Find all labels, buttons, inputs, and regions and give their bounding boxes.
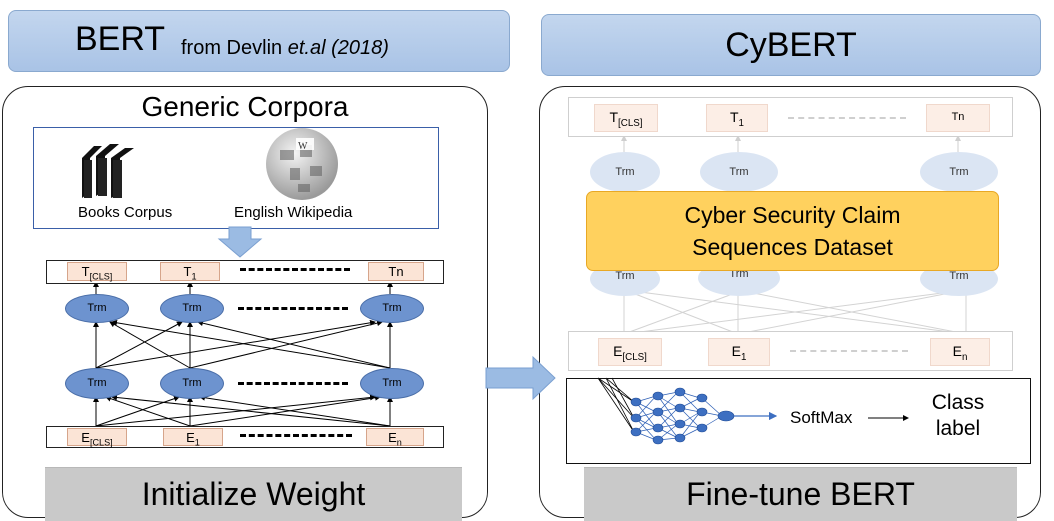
cybert-input-token-cls: E[CLS] <box>598 338 662 366</box>
cybert-output-ellipsis <box>788 117 906 119</box>
bert-source-etal: et.al (2018) <box>287 37 389 59</box>
trm-upper-2: Trm <box>160 294 224 323</box>
cybert-header: CyBERT <box>541 14 1041 76</box>
classifier-network <box>597 377 635 433</box>
fine-tune-bert-label: Fine-tune BERT <box>686 476 915 512</box>
svg-text:W: W <box>298 141 308 152</box>
trm-upper-1: Trm <box>65 294 129 323</box>
down-arrow <box>217 226 263 258</box>
trm-upper-n: Trm <box>360 294 424 323</box>
cybert-output-token-n: Tn <box>926 104 990 132</box>
input-token-n: En <box>366 428 424 448</box>
cybert-input-token-n: En <box>930 338 990 366</box>
bert-source: from Devlin et.al (2018) <box>181 37 389 59</box>
trm-lower-ellipsis <box>238 382 348 385</box>
input-token-ellipsis <box>240 434 352 437</box>
cybert-output-token-cls: T[CLS] <box>594 104 658 132</box>
classification-head-box <box>566 378 1031 464</box>
trm-lower-2: Trm <box>160 368 224 399</box>
output-token-cls: T[CLS] <box>67 262 127 282</box>
corpus-title: Generic Corpora <box>141 91 349 122</box>
bert-title: BERT <box>75 20 166 58</box>
input-token-cls: E[CLS] <box>67 428 127 448</box>
initialize-weight-label: Initialize Weight <box>141 476 366 512</box>
cybert-trm-upper-n: Trm <box>920 152 998 192</box>
fine-tune-bert-banner: Fine-tune BERT <box>584 467 1017 521</box>
input-embedding-bar <box>46 426 444 448</box>
output-token-1: T1 <box>160 262 220 282</box>
initialize-weight-banner: Initialize Weight <box>45 467 462 521</box>
transfer-arrow <box>485 355 556 401</box>
bert-header: BERT from Devlin et.al (2018) <box>8 10 510 72</box>
wikipedia-globe-icon: W <box>266 128 338 200</box>
input-token-1: E1 <box>163 428 223 448</box>
dataset-line-2: Sequences Dataset <box>692 234 893 260</box>
english-wikipedia-label: English Wikipedia <box>234 204 353 221</box>
cybert-trm-upper-1: Trm <box>590 152 660 192</box>
trm-lower-n: Trm <box>360 368 424 399</box>
trm-lower-1: Trm <box>65 368 129 399</box>
cybert-output-token-1: T1 <box>706 104 768 132</box>
books-corpus-label: Books Corpus <box>78 204 173 221</box>
softmax-label: SoftMax <box>790 408 853 427</box>
dataset-line-1: Cyber Security Claim <box>684 202 901 228</box>
output-token-ellipsis <box>240 268 350 271</box>
cybert-input-ellipsis <box>790 350 908 352</box>
cybert-trm-upper-2: Trm <box>700 152 778 192</box>
trm-upper-ellipsis <box>238 307 348 310</box>
output-token-n: Tn <box>368 262 424 281</box>
cybert-title: CyBERT <box>725 26 857 64</box>
books-icon <box>82 144 134 198</box>
cybert-input-token-1: E1 <box>708 338 770 366</box>
